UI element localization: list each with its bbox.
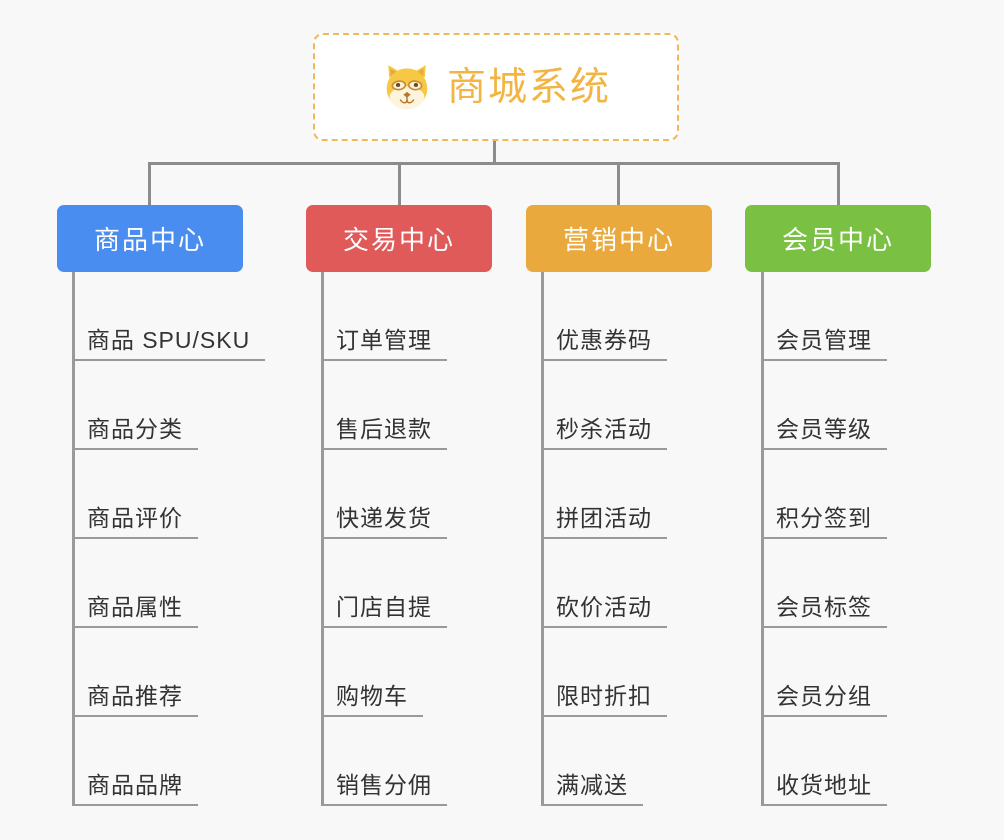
connector-drop-1 <box>148 162 151 207</box>
list-item-underline <box>72 715 198 717</box>
category-header-label: 交易中心 <box>342 225 455 255</box>
list-item-label: 拼团活动 <box>556 505 652 531</box>
list-item[interactable]: 购物车 <box>321 628 423 717</box>
list-item-underline <box>541 715 667 717</box>
list-item-underline <box>321 359 447 361</box>
list-item-underline <box>321 537 447 539</box>
category-header-label: 营销中心 <box>562 225 675 255</box>
list-item[interactable]: 商品 SPU/SKU <box>72 272 265 361</box>
list-item-underline <box>541 804 643 806</box>
list-item[interactable]: 商品评价 <box>72 450 198 539</box>
list-item[interactable]: 优惠券码 <box>541 272 667 361</box>
list-item[interactable]: 满减送 <box>541 717 643 806</box>
list-item-underline <box>321 626 447 628</box>
list-item-underline <box>761 359 887 361</box>
category-header-label: 商品中心 <box>93 225 206 255</box>
list-item-underline <box>761 715 887 717</box>
list-item-label: 会员标签 <box>776 594 872 620</box>
list-item-underline <box>541 448 667 450</box>
list-item-underline <box>761 537 887 539</box>
list-item[interactable]: 商品品牌 <box>72 717 198 806</box>
list-item[interactable]: 门店自提 <box>321 539 447 628</box>
list-item-underline <box>72 359 265 361</box>
list-item-label: 商品 SPU/SKU <box>86 327 251 353</box>
list-item[interactable]: 商品属性 <box>72 539 198 628</box>
list-item-label: 商品推荐 <box>87 683 183 709</box>
category-header-product-center[interactable]: 商品中心 <box>57 205 243 272</box>
list-item-underline <box>321 804 447 806</box>
list-item-label: 收货地址 <box>776 772 872 798</box>
list-item[interactable]: 售后退款 <box>321 361 447 450</box>
category-header-trade-center[interactable]: 交易中心 <box>306 205 492 272</box>
list-item[interactable]: 会员分组 <box>761 628 887 717</box>
connector-drop-2 <box>398 162 401 207</box>
category-header-label: 会员中心 <box>781 225 894 255</box>
category-header-member-center[interactable]: 会员中心 <box>745 205 931 272</box>
list-item-underline <box>541 537 667 539</box>
list-item-underline <box>72 448 198 450</box>
connector-drop-3 <box>617 162 620 207</box>
list-item[interactable]: 销售分佣 <box>321 717 447 806</box>
list-item-underline <box>541 626 667 628</box>
list-item-label: 订单管理 <box>336 327 432 353</box>
list-item-underline <box>72 804 198 806</box>
list-item[interactable]: 会员等级 <box>761 361 887 450</box>
list-item-label: 满减送 <box>556 772 628 798</box>
list-item-label: 购物车 <box>336 683 408 709</box>
list-item-label: 积分签到 <box>776 505 872 531</box>
category-header-marketing-center[interactable]: 营销中心 <box>526 205 712 272</box>
list-item[interactable]: 收货地址 <box>761 717 887 806</box>
list-item-label: 会员分组 <box>776 683 872 709</box>
list-item-underline <box>761 448 887 450</box>
column-trunk-line <box>72 272 75 806</box>
list-item-underline <box>761 626 887 628</box>
connector-root-stem <box>493 141 496 165</box>
list-item[interactable]: 会员管理 <box>761 272 887 361</box>
root-node-shopping-mall-system[interactable]: 商城系统 <box>313 33 679 141</box>
column-trunk-line <box>541 272 544 806</box>
list-item-label: 秒杀活动 <box>556 416 652 442</box>
list-item-underline <box>321 715 423 717</box>
list-item[interactable]: 订单管理 <box>321 272 447 361</box>
connector-horizontal-bus <box>148 162 840 165</box>
list-item-label: 商品属性 <box>87 594 183 620</box>
list-item-label: 商品品牌 <box>87 772 183 798</box>
list-item[interactable]: 会员标签 <box>761 539 887 628</box>
list-item-label: 会员管理 <box>776 327 872 353</box>
list-item-label: 会员等级 <box>776 416 872 442</box>
list-item-label: 限时折扣 <box>556 683 652 709</box>
list-item-underline <box>72 626 198 628</box>
list-item[interactable]: 砍价活动 <box>541 539 667 628</box>
list-item-underline <box>72 537 198 539</box>
list-item[interactable]: 商品推荐 <box>72 628 198 717</box>
list-item-label: 商品评价 <box>87 505 183 531</box>
list-item[interactable]: 拼团活动 <box>541 450 667 539</box>
list-item-label: 快递发货 <box>336 505 432 531</box>
list-item[interactable]: 限时折扣 <box>541 628 667 717</box>
list-item-underline <box>761 804 887 806</box>
connector-drop-4 <box>837 162 840 207</box>
list-item-label: 优惠券码 <box>556 327 652 353</box>
list-item[interactable]: 积分签到 <box>761 450 887 539</box>
list-item-underline <box>541 359 667 361</box>
list-item[interactable]: 快递发货 <box>321 450 447 539</box>
shiba-dog-icon <box>386 65 428 109</box>
list-item-label: 门店自提 <box>336 594 432 620</box>
list-item[interactable]: 商品分类 <box>72 361 198 450</box>
list-item[interactable]: 秒杀活动 <box>541 361 667 450</box>
root-node-title: 商城系统 <box>446 65 611 109</box>
column-trunk-line <box>321 272 324 806</box>
column-trunk-line <box>761 272 764 806</box>
list-item-label: 商品分类 <box>87 416 183 442</box>
list-item-underline <box>321 448 447 450</box>
list-item-label: 砍价活动 <box>556 594 652 620</box>
list-item-label: 销售分佣 <box>336 772 432 798</box>
list-item-label: 售后退款 <box>336 416 432 442</box>
